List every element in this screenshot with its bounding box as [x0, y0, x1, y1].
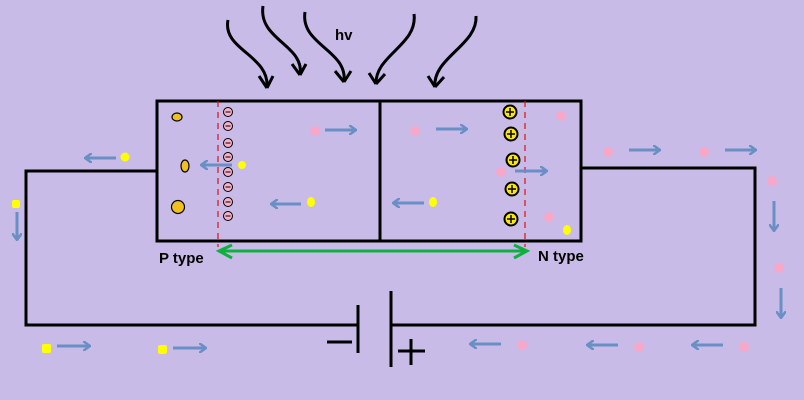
battery-icon — [327, 291, 425, 367]
negative-ion-icon — [223, 182, 233, 192]
electrons — [12, 152, 571, 354]
electron-icon — [238, 161, 246, 169]
electron-icon — [42, 344, 51, 353]
photon-arrow-icon — [226, 19, 269, 89]
negative-ion-icon — [223, 152, 233, 162]
hole-icon — [767, 176, 777, 186]
hole-icon — [603, 147, 613, 157]
hole-icon — [774, 263, 784, 273]
positive-ion-icon — [505, 152, 521, 168]
photon-arrow-icon — [303, 11, 346, 83]
donor-ions — [502, 104, 521, 227]
hole-icon — [556, 111, 566, 121]
hole-icon — [544, 212, 554, 222]
dopant-atoms — [170, 112, 190, 215]
n-region — [378, 99, 583, 243]
negative-ion-icon — [223, 197, 233, 207]
negative-ion-icon — [223, 121, 233, 131]
photon-arrow-icon — [261, 5, 302, 76]
photon-arrow-icon — [374, 13, 416, 85]
circuit-wire — [24, 166, 757, 327]
electron-icon — [307, 197, 315, 207]
depletion-width-arrow — [215, 243, 531, 260]
photon-label: hv — [335, 27, 353, 44]
p-type-label: P type — [159, 250, 204, 267]
acceptor-ions — [223, 107, 233, 221]
hole-icon — [517, 340, 527, 350]
positive-ion-icon — [502, 104, 518, 120]
carrier-motion-arrows — [17, 129, 781, 348]
electron-icon — [429, 197, 437, 207]
hole-icon — [699, 147, 709, 157]
negative-ion-icon — [223, 138, 233, 148]
n-type-label: N type — [538, 248, 584, 265]
hole-icon — [634, 342, 644, 352]
negative-ion-icon — [223, 107, 233, 117]
electron-icon — [563, 225, 571, 235]
negative-ion-icon — [223, 211, 233, 221]
positive-ion-icon — [503, 126, 519, 142]
hole-icon — [310, 126, 320, 136]
hole-icon — [410, 126, 420, 136]
photon-arrow-icon — [433, 15, 478, 88]
holes — [310, 111, 784, 352]
negative-ion-icon — [223, 167, 233, 177]
electron-icon — [12, 200, 20, 208]
hole-icon — [496, 167, 506, 177]
photon-arrows — [226, 5, 478, 89]
hole-icon — [739, 342, 749, 352]
positive-ion-icon — [503, 211, 519, 227]
p-region — [155, 99, 382, 243]
positive-ion-icon — [504, 181, 520, 197]
electron-icon — [120, 152, 130, 162]
electron-icon — [158, 345, 167, 354]
